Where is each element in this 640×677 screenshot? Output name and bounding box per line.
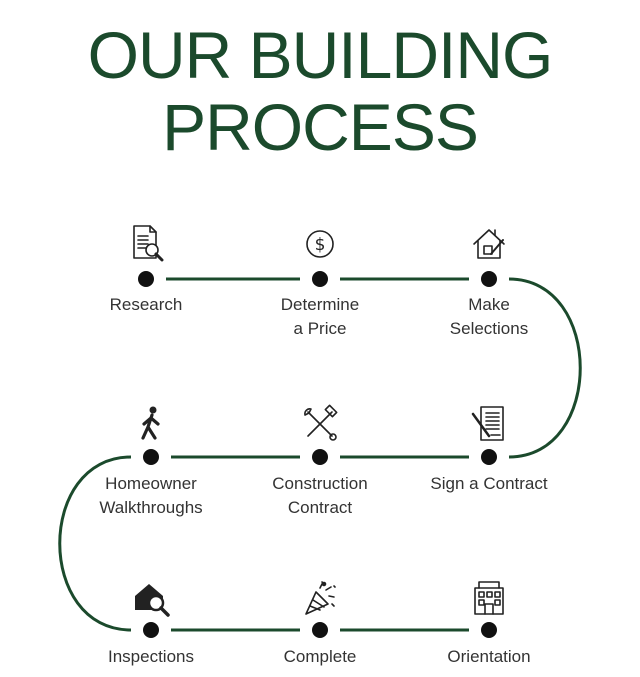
document-magnifier-icon [133,225,164,262]
step-label-line: Contract [287,498,353,517]
svg-text:$: $ [315,235,326,255]
party-popper-icon [305,581,336,615]
building-blueprint-icon [474,581,504,615]
house-brush-icon [473,229,505,259]
step-node [143,622,159,638]
step-label-line: Construction [272,474,368,493]
house-search-icon [135,584,170,617]
dollar-coin-icon: $ [306,230,334,258]
step-label-line: Determine [280,295,360,314]
step-label-9: Orientation [409,645,569,669]
page-title-line-2: PROCESS [162,90,479,164]
step-node [143,449,159,465]
step-node [481,271,497,287]
step-node [481,622,497,638]
step-label-line: a Price [293,319,347,338]
step-label-line: Orientation [447,647,531,666]
step-node [312,622,328,638]
step-node [312,271,328,287]
page-title-line-1: OUR BUILDING [87,18,554,92]
contract-pen-icon [471,406,504,441]
flow-nodes [138,271,497,638]
walking-person-icon [141,406,160,440]
step-label-line: Make [468,295,510,314]
step-label-line: Inspections [108,647,194,666]
step-label-1: Research [66,293,226,317]
step-label-line: Selections [449,319,529,338]
flow-connectors [58,277,582,632]
step-label-4: Sign a Contract [409,472,569,496]
step-icons: $ [133,225,505,617]
step-label-line: Complete [283,647,357,666]
step-label-2: Determine a Price [240,293,400,341]
step-label-8: Complete [240,645,400,669]
wrench-hammer-icon [304,404,338,441]
step-label-line: Walkthroughs [99,498,203,517]
step-label-7: Inspections [71,645,231,669]
connector-curve-left [58,455,132,632]
step-node [312,449,328,465]
step-label-line: Homeowner [105,474,197,493]
step-node [138,271,154,287]
step-label-line: Sign a Contract [430,474,548,493]
step-node [481,449,497,465]
connector-curve-right [508,277,582,459]
step-label-line: Research [109,295,183,314]
